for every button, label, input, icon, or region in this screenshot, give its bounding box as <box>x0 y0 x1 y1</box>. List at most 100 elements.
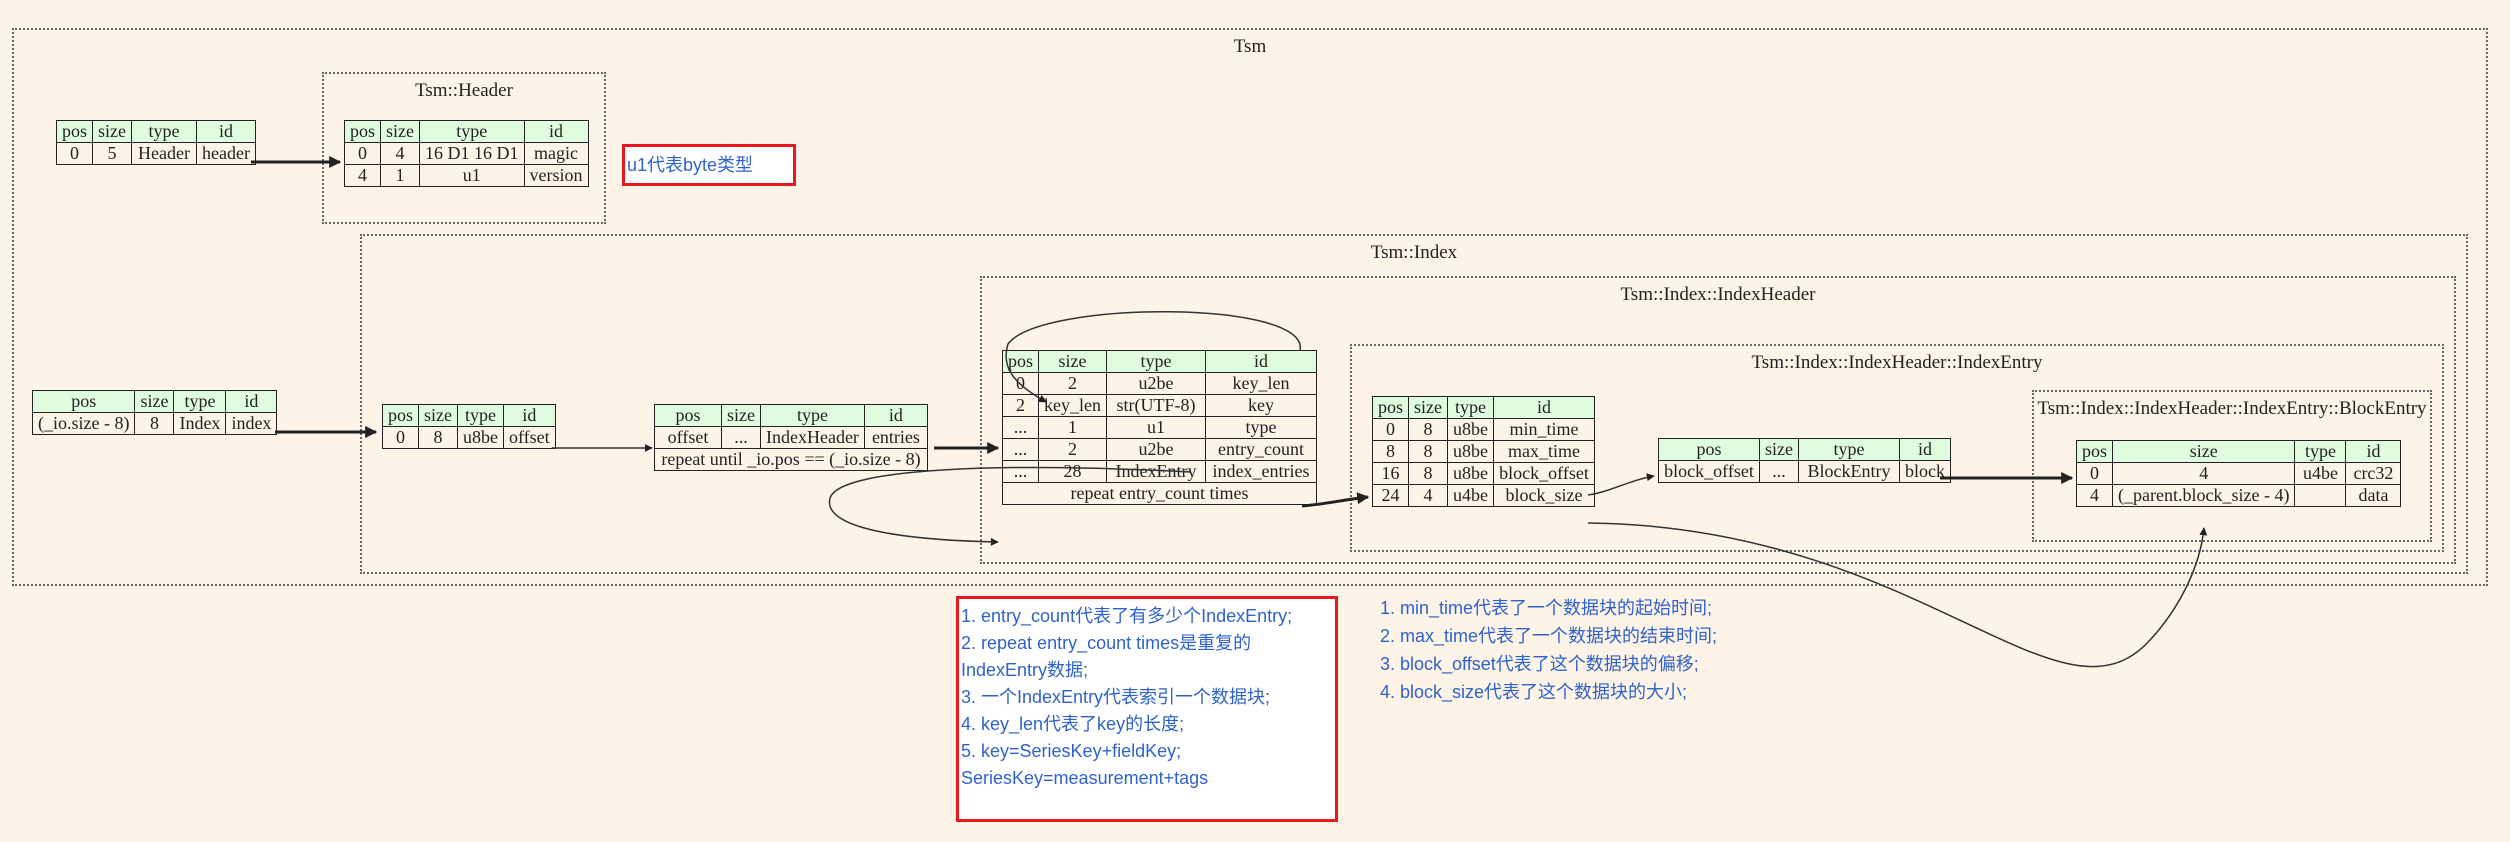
note-line: 1. min_time代表了一个数据块的起始时间; <box>1380 598 1713 618</box>
table-cell: 1 <box>380 164 420 187</box>
table-cell: (_parent.block_size - 4) <box>2112 484 2296 507</box>
table-cell: key_len <box>1205 372 1317 395</box>
table-cell: block_size <box>1493 484 1595 507</box>
table-row: 16 8 u8be block_offset <box>1371 462 1595 485</box>
table-cell: block <box>1898 460 1951 483</box>
header-cell: size <box>1038 350 1107 373</box>
u1-note: u1代表byte类型 <box>622 144 796 186</box>
header-cell: type <box>2294 440 2347 463</box>
table-cell: 8 <box>418 426 458 449</box>
header-cell: size <box>1408 396 1448 419</box>
table-cell: u4be <box>1447 484 1494 507</box>
index-entry-table: pos size type id 0 8 u8be min_time 8 8 u… <box>1371 396 1595 507</box>
table-cell: IndexEntry <box>1106 460 1206 483</box>
header-cell: id <box>1493 396 1595 419</box>
table-cell: u2be <box>1106 438 1206 461</box>
table-header-row: pos size type id <box>2075 440 2402 463</box>
table-cell: type <box>1205 416 1317 439</box>
cluster-index-header-title: Tsm::Index::IndexHeader <box>1620 284 1816 305</box>
header-cell: pos <box>1658 438 1760 461</box>
table-cell: version <box>523 164 589 187</box>
header-cell: id <box>1898 438 1951 461</box>
table-cell: 16 D1 16 D1 <box>419 142 525 165</box>
table-cell: 0 <box>2075 462 2114 485</box>
table-cell: 28 <box>1038 460 1107 483</box>
table-cell: 0 <box>1371 418 1410 441</box>
block-ref-table: pos size type id block_offset ... BlockE… <box>1658 438 1951 483</box>
table-row: offset ... IndexHeader entries <box>654 426 928 449</box>
table-cell: 4 <box>343 164 382 187</box>
table-cell: block_offset <box>1658 460 1760 483</box>
table-cell: 0 <box>343 142 382 165</box>
header-cell: pos <box>1001 350 1040 373</box>
table-cell: key <box>1205 394 1317 417</box>
table-cell: 8 <box>1408 440 1448 463</box>
table-cell: 4 <box>1408 484 1448 507</box>
table-cell: 8 <box>1408 418 1448 441</box>
table-cell: u8be <box>1447 418 1494 441</box>
index-header-note: 1. entry_count代表了有多少个IndexEntry; 2. repe… <box>956 596 1338 822</box>
table-row: block_offset ... BlockEntry block <box>1658 460 1951 483</box>
header-cell: size <box>2112 440 2296 463</box>
repeat-condition: repeat entry_count times <box>1002 482 1317 505</box>
table-cell: u2be <box>1106 372 1206 395</box>
header-cell: type <box>419 120 525 143</box>
cluster-tsm-index-title: Tsm::Index <box>1370 242 1458 263</box>
table-cell: 4 <box>380 142 420 165</box>
cluster-tsm-header: Tsm::Header <box>322 72 606 224</box>
header-cell: type <box>1106 350 1206 373</box>
header-cell: id <box>196 120 256 143</box>
repeat-condition: repeat until _io.pos == (_io.size - 8) <box>654 448 928 471</box>
table-cell: 8 <box>134 412 175 435</box>
header-cell: id <box>523 120 589 143</box>
header-cell: pos <box>2075 440 2114 463</box>
cluster-tsm: Tsm <box>12 28 2488 586</box>
table-row: 0 4 u4be crc32 <box>2075 462 2402 485</box>
header-cell: id <box>225 390 278 413</box>
tsm-root-table: pos size type id 0 5 Header header <box>55 120 256 165</box>
table-cell: u4be <box>2294 462 2347 485</box>
header-cell: size <box>418 404 458 427</box>
table-header-row: pos size type id <box>1001 350 1317 373</box>
table-cell: ... <box>721 426 761 449</box>
cluster-tsm-title: Tsm <box>1233 36 1267 57</box>
note-line: 4. key_len代表了key的长度; <box>961 714 1185 734</box>
tsm-header-table: pos size type id 0 4 16 D1 16 D1 magic 4… <box>343 120 589 187</box>
header-cell: pos <box>1371 396 1410 419</box>
table-row: 0 8 u8be min_time <box>1371 418 1595 441</box>
table-cell: min_time <box>1493 418 1595 441</box>
table-cell: u1 <box>419 164 525 187</box>
table-cell: ... <box>1759 460 1799 483</box>
table-row: 0 5 Header header <box>55 142 256 165</box>
table-cell: 16 <box>1371 462 1410 485</box>
tsm-index-root-table: pos size type id (_io.size - 8) 8 Index … <box>31 390 278 435</box>
table-cell: crc32 <box>2345 462 2402 485</box>
table-cell: 8 <box>1408 462 1448 485</box>
table-cell: entries <box>863 426 928 449</box>
table-cell <box>2294 484 2347 507</box>
table-cell: 4 <box>2112 462 2296 485</box>
index-entry-note: 1. min_time代表了一个数据块的起始时间; 2. max_time代表了… <box>1380 594 1717 706</box>
table-header-row: pos size type id <box>31 390 278 413</box>
table-cell: str(UTF-8) <box>1106 394 1206 417</box>
header-cell: pos <box>343 120 382 143</box>
header-cell: pos <box>381 404 420 427</box>
header-cell: type <box>457 404 504 427</box>
table-cell: Header <box>131 142 197 165</box>
table-header-row: pos size type id <box>381 404 556 427</box>
block-entry-table: pos size type id 0 4 u4be crc32 4 (_pare… <box>2075 440 2402 507</box>
header-cell: pos <box>55 120 94 143</box>
cluster-block-entry: Tsm::Index::IndexHeader::IndexEntry::Blo… <box>2032 390 2432 542</box>
header-cell: type <box>759 404 865 427</box>
header-cell: type <box>131 120 197 143</box>
cluster-block-entry-title: Tsm::Index::IndexHeader::IndexEntry::Blo… <box>2037 398 2427 419</box>
table-row: ... 28 IndexEntry index_entries <box>1001 460 1317 483</box>
table-cell: max_time <box>1493 440 1595 463</box>
table-cell: u8be <box>1447 440 1494 463</box>
table-row: 0 2 u2be key_len <box>1001 372 1317 395</box>
note-line: 5. key=SeriesKey+fieldKey; <box>961 741 1182 761</box>
index-table: pos size type id 0 8 u8be offset <box>381 404 556 449</box>
note-line: 3. block_offset代表了这个数据块的偏移; <box>1380 654 1699 674</box>
table-row: 0 8 u8be offset <box>381 426 556 449</box>
note-line: IndexEntry数据; <box>961 660 1089 680</box>
